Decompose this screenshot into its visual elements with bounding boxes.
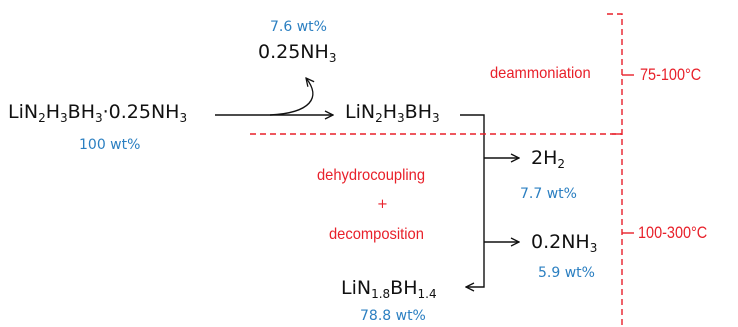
formula-text: BH bbox=[67, 101, 95, 123]
hydrogen-formula: 2H2 bbox=[531, 147, 566, 171]
intermediate-formula: LiN2H3BH3 bbox=[345, 101, 440, 125]
formula-text: ·0.25NH bbox=[102, 101, 180, 123]
formula-subscript: 3 bbox=[397, 111, 405, 125]
decomposition-label: decomposition bbox=[329, 226, 424, 243]
stage1-temperature: 75-100°C bbox=[640, 65, 702, 84]
formula-text: 0.2NH bbox=[531, 231, 590, 253]
formula-subscript: 1.8 bbox=[371, 287, 391, 301]
formula-text: LiN bbox=[8, 101, 39, 123]
formula-text: LiN bbox=[341, 277, 372, 299]
formula-subscript: 3 bbox=[60, 111, 68, 125]
formula-text: LiN bbox=[345, 101, 376, 123]
formula-subscript: 3 bbox=[431, 111, 440, 125]
residue-formula: LiN1.8BH1.4 bbox=[341, 277, 437, 301]
formula-subscript: 3 bbox=[589, 241, 598, 255]
reactant-weight: 100 wt% bbox=[79, 137, 141, 153]
formula-text: BH bbox=[404, 101, 432, 123]
formula-subscript: 3 bbox=[94, 111, 103, 125]
ammonia-released-formula: 0.25NH3 bbox=[258, 41, 337, 65]
ammonia-released-weight: 7.6 wt% bbox=[270, 19, 327, 35]
formula-subscript: 2 bbox=[557, 157, 566, 171]
dehydrocoupling-label: dehydrocoupling bbox=[317, 167, 426, 184]
ammonia-second-weight: 5.9 wt% bbox=[538, 265, 595, 281]
formula-text: BH bbox=[390, 277, 418, 299]
plus-sign: + bbox=[377, 197, 388, 212]
reactant-formula: LiN2H3BH3·0.25NH3 bbox=[8, 101, 188, 125]
hydrogen-weight: 7.7 wt% bbox=[520, 186, 577, 202]
ammonia-second-formula: 0.2NH3 bbox=[531, 231, 598, 255]
residue-weight: 78.8 wt% bbox=[360, 308, 426, 324]
formula-subscript: 3 bbox=[328, 51, 337, 65]
formula-subscript: 2 bbox=[375, 111, 383, 125]
formula-text: 2H bbox=[531, 147, 558, 169]
temperature-bracket bbox=[607, 13, 623, 325]
branch-bracket bbox=[460, 114, 485, 287]
deammoniation-label: deammoniation bbox=[490, 65, 591, 82]
stage2-temperature: 100-300°C bbox=[638, 223, 708, 242]
ammonia-release-arrow bbox=[269, 78, 313, 116]
formula-subscript: 3 bbox=[179, 111, 188, 125]
formula-subscript: 1.4 bbox=[417, 287, 437, 301]
formula-text: H bbox=[45, 101, 61, 123]
formula-text: 0.25NH bbox=[258, 41, 329, 63]
formula-text: H bbox=[382, 101, 398, 123]
formula-subscript: 2 bbox=[38, 111, 46, 125]
